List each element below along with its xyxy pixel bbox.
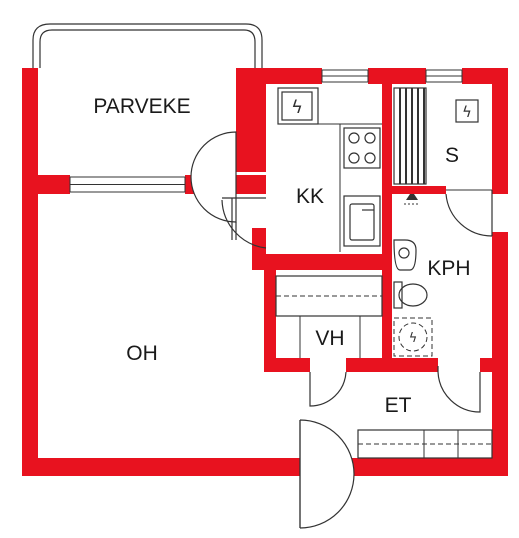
room-label-wardrobe: VH [315, 327, 344, 350]
room-label-entrance: ET [385, 394, 412, 417]
electric-panel-kitchen: ϟ [281, 91, 313, 121]
bathroom-sink-icon [393, 239, 417, 271]
sink-icon [343, 195, 381, 247]
entrance-closet [357, 429, 493, 459]
kitchen-door [221, 197, 267, 249]
kitchen-counter [277, 87, 382, 252]
washing-machine-icon: ϟ [393, 317, 433, 357]
bathroom-door [437, 366, 481, 413]
lightning-bolt-icon: ϟ [291, 97, 303, 118]
lightning-bolt-icon: ϟ [462, 103, 472, 121]
room-label-sauna: S [445, 144, 459, 167]
wardrobe-shelves [275, 275, 383, 358]
windows [69, 69, 463, 193]
room-label-bathroom: KPH [427, 257, 470, 280]
sauna-bench [393, 87, 427, 185]
walls [22, 68, 508, 476]
room-label-balcony: PARVEKE [93, 95, 190, 118]
room-label-kitchen: KK [296, 185, 324, 208]
entrance-door [299, 419, 355, 529]
room-label-living-room: OH [126, 342, 158, 365]
sauna-door [445, 189, 493, 237]
electric-panel-sauna: ϟ [455, 99, 479, 123]
balcony-railing [32, 23, 263, 68]
stove-icon [343, 127, 381, 169]
svg-text:ϟ: ϟ [409, 331, 418, 346]
toilet-icon [393, 281, 428, 309]
balcony-door [190, 131, 237, 240]
shower-icon [404, 194, 420, 205]
wardrobe-door [309, 371, 347, 407]
